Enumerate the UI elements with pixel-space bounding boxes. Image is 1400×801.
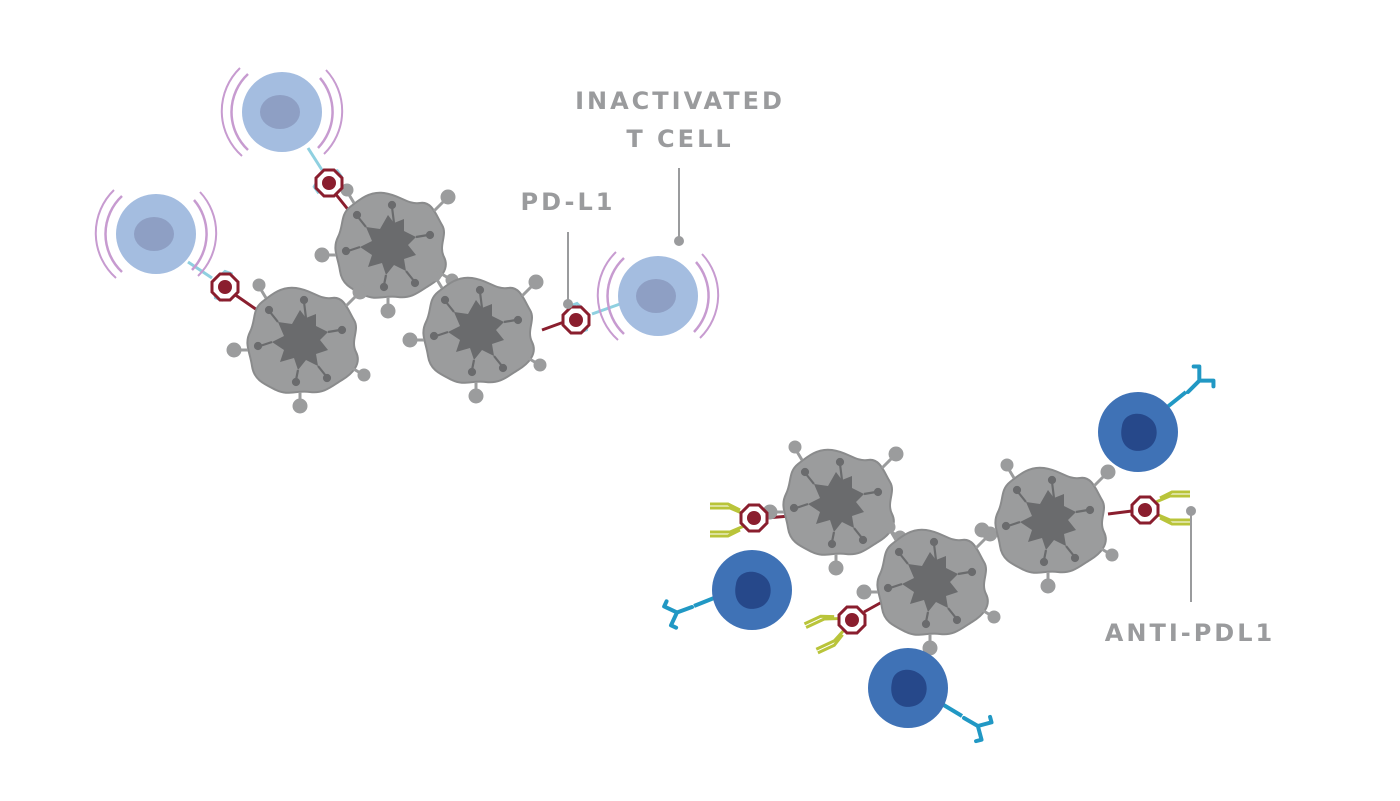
pd-l1-marker bbox=[210, 272, 240, 302]
tumor-cell bbox=[226, 278, 371, 414]
inactivated-t-cell-label-line1: INACTIVATED bbox=[575, 87, 785, 115]
connector-line bbox=[541, 320, 565, 332]
tumor-cell bbox=[762, 440, 907, 576]
inactivated-t-cell-label: INACTIVATED T CELL bbox=[560, 82, 800, 158]
inactivated-t-cell-label-line2: T CELL bbox=[626, 125, 734, 153]
leader-dot bbox=[674, 236, 684, 246]
pd-l1-marker bbox=[314, 168, 344, 198]
connector-line bbox=[591, 302, 621, 316]
active-t-cell bbox=[712, 550, 792, 630]
pd-l1-marker bbox=[837, 605, 867, 635]
inactivated-group bbox=[94, 66, 720, 414]
leader-dot bbox=[1186, 506, 1196, 516]
tumor-cell bbox=[402, 268, 547, 404]
pd-l1-label: PD-L1 bbox=[520, 188, 616, 216]
connector-line bbox=[863, 600, 883, 614]
pd-l1-marker bbox=[561, 305, 591, 335]
inactivated-t-cell bbox=[220, 66, 344, 158]
connector-line bbox=[940, 702, 964, 718]
connector-line bbox=[306, 147, 324, 171]
tumor-cell bbox=[974, 458, 1119, 594]
inactivated-t-cell bbox=[596, 250, 720, 342]
connector-line bbox=[187, 260, 213, 280]
t-cell-receptor bbox=[955, 703, 996, 746]
active-t-cell bbox=[868, 648, 948, 728]
inactivated-t-cell bbox=[94, 188, 218, 280]
connector-line bbox=[1164, 390, 1188, 410]
treated-group bbox=[660, 364, 1217, 746]
connector-line bbox=[693, 596, 715, 608]
active-t-cell bbox=[1098, 392, 1178, 472]
leader-lines bbox=[563, 168, 1196, 602]
connector-line bbox=[1107, 509, 1133, 516]
anti-pdl1-antibody bbox=[708, 502, 746, 538]
anti-pdl1-label: ANTI-PDL1 bbox=[1104, 619, 1276, 647]
t-cell-receptor bbox=[660, 591, 699, 632]
anti-pdl1-antibody bbox=[1154, 490, 1192, 526]
leader-dot bbox=[563, 299, 573, 309]
pd-l1-marker bbox=[739, 503, 769, 533]
pd-l1-marker bbox=[1130, 495, 1160, 525]
